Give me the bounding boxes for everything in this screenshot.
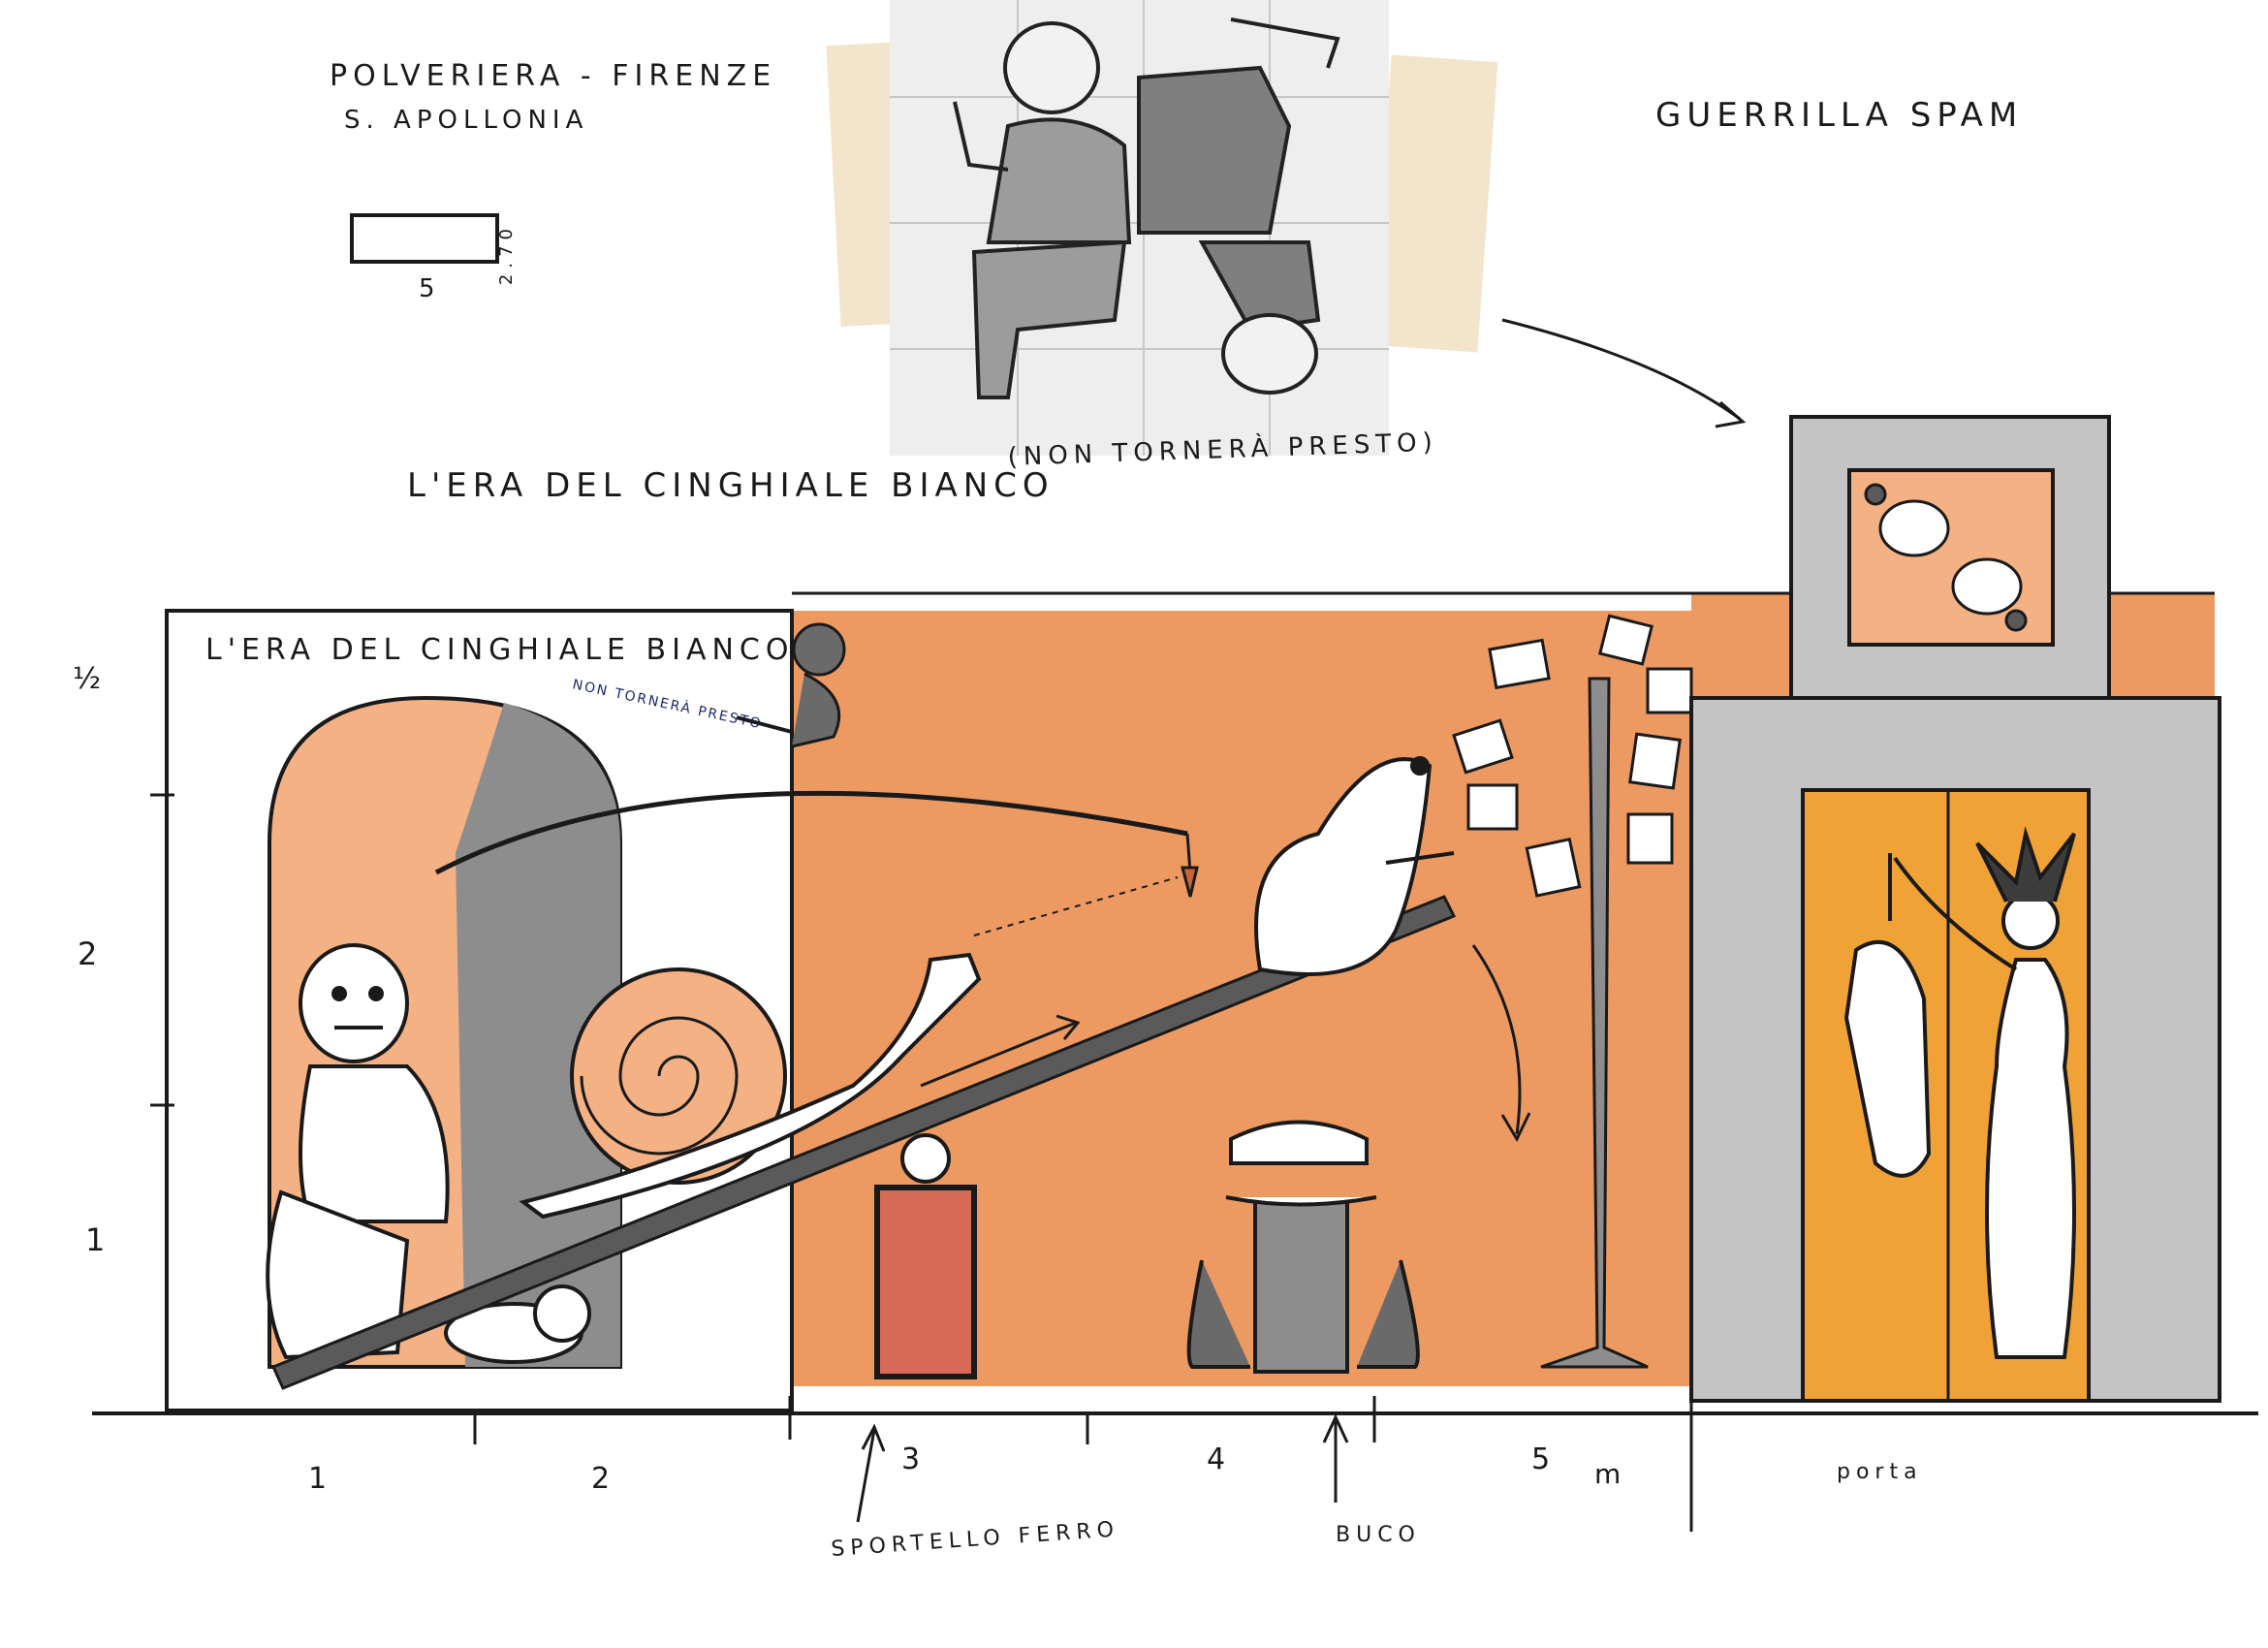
wall-proportion-box [350,213,499,264]
door-label: porta [1837,1460,1923,1484]
wall-width-label: 5 [419,274,441,303]
bottom-scale-1: 1 [308,1462,332,1496]
motion-arrow [920,1021,1077,1088]
fulcrum-ball [900,1133,951,1184]
project-title: GUERRILLA SPAM [1655,96,2023,135]
fishing-rod [434,790,1188,875]
scale-ticks [150,793,1693,1532]
hole-label: BUCO [1336,1523,1421,1547]
carrot [1181,866,1199,898]
bottom-scale-5: 5 [1531,1442,1556,1476]
snail [519,952,982,1220]
bottom-scale-2: 2 [591,1462,615,1496]
tape-right [1370,54,1498,353]
falling-arrow [1471,944,1522,1135]
wall-height-label: 2.70 [496,223,517,285]
bottom-scale-unit: m [1594,1458,1626,1490]
iron-ledge-box [874,1185,977,1379]
reference-arrow [1501,318,1741,421]
crouching-animal [444,1284,591,1364]
iron-ledge-arrow [856,1429,876,1523]
reference-figure-a [953,21,1132,399]
left-scale-half: ½ [73,662,107,696]
reference-figure-b [1137,17,1340,395]
tilted-beam [270,895,1457,1390]
mural-title: L'ERA DEL CINGHIALE BIANCO [205,633,794,667]
left-scale-2: 2 [78,935,103,972]
goblin-figure [266,943,450,1360]
location-line2: S. APOLLONIA [344,106,588,135]
location-line1: POLVERIERA - FIRENZE [330,59,776,93]
boar-and-figure [1843,826,2076,1359]
upper-panel-figures [1864,483,2028,632]
main-title: L'ERA DEL CINGHIALE BIANCO [407,466,1055,505]
iron-ledge-label: SPORTELLO FERRO [831,1517,1120,1562]
taped-reference-sketch [826,0,1498,456]
blob-creature [1254,756,1455,976]
paper-tree [1452,614,1693,1369]
frog-pillar [1186,1120,1420,1374]
left-scale-1: 1 [85,1221,110,1258]
bottom-scale-4: 4 [1207,1442,1231,1476]
reference-arrow-head [1715,400,1747,428]
bottom-scale-3: 3 [901,1442,926,1476]
pointing-figure [736,622,846,748]
